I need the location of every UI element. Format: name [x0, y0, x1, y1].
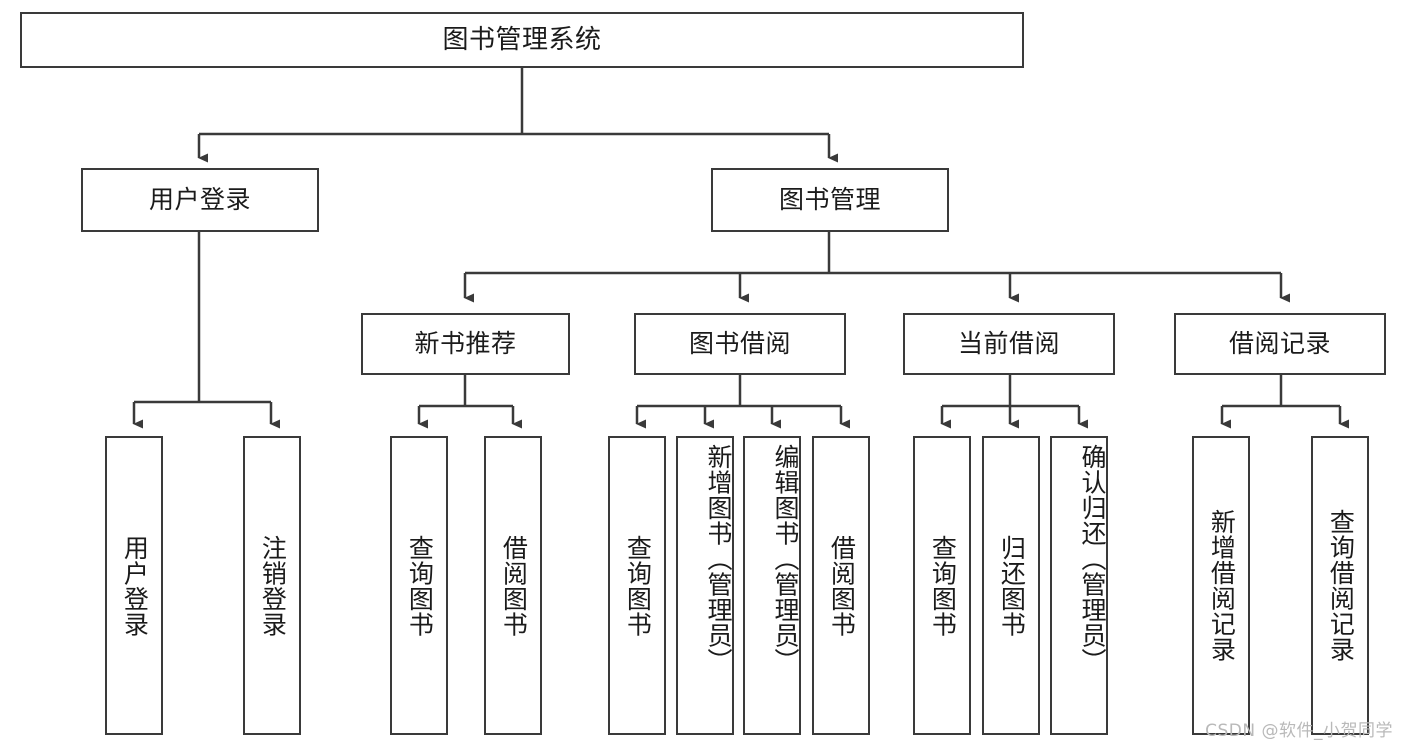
- node-label: 注销登录: [258, 534, 288, 637]
- node-label: 借阅记录: [1228, 329, 1331, 359]
- node-leaf-record-query[interactable]: 查询借阅记录: [1311, 436, 1369, 735]
- node-leaf-user-logout[interactable]: 注销登录: [243, 436, 301, 735]
- node-label: 借阅图书: [827, 534, 857, 637]
- node-label: 新增借阅记录: [1207, 509, 1237, 662]
- node-root-system[interactable]: 图书管理系统: [20, 12, 1024, 68]
- node-leaf-current-return-book[interactable]: 归还图书: [982, 436, 1040, 735]
- node-leaf-borrow-edit-book[interactable]: 编辑图书（管理员）: [743, 436, 801, 735]
- node-leaf-borrow-add-book[interactable]: 新增图书（管理员）: [676, 436, 734, 735]
- node-leaf-current-confirm-return[interactable]: 确认归还（管理员）: [1050, 436, 1108, 735]
- node-label: 编辑图书（管理员）: [771, 444, 800, 674]
- node-label: 查询借阅记录: [1326, 509, 1356, 662]
- node-label: 当前借阅: [957, 329, 1060, 359]
- node-borrow-record[interactable]: 借阅记录: [1174, 313, 1386, 375]
- node-leaf-borrow-do-borrow[interactable]: 借阅图书: [812, 436, 870, 735]
- node-leaf-user-login[interactable]: 用户登录: [105, 436, 163, 735]
- node-book-borrow[interactable]: 图书借阅: [634, 313, 846, 375]
- node-label: 新书推荐: [414, 329, 517, 359]
- node-book-manage[interactable]: 图书管理: [711, 168, 949, 232]
- node-label: 确认归还（管理员）: [1078, 444, 1107, 674]
- node-leaf-current-query-book[interactable]: 查询图书: [913, 436, 971, 735]
- node-leaf-record-add[interactable]: 新增借阅记录: [1192, 436, 1250, 735]
- node-leaf-recommend-borrow-book[interactable]: 借阅图书: [484, 436, 542, 735]
- node-label: 查询图书: [623, 534, 653, 637]
- node-label: 图书管理: [778, 185, 881, 215]
- node-label: 图书管理系统: [442, 24, 602, 55]
- node-label: 归还图书: [997, 534, 1027, 637]
- node-label: 用户登录: [148, 185, 251, 215]
- csdn-watermark: CSDN @软件_小贺同学: [1205, 721, 1393, 741]
- node-label: 查询图书: [928, 534, 958, 637]
- node-new-book-recommend[interactable]: 新书推荐: [361, 313, 570, 375]
- node-label: 借阅图书: [499, 534, 529, 637]
- node-label: 查询图书: [405, 534, 435, 637]
- node-leaf-borrow-query-book[interactable]: 查询图书: [608, 436, 666, 735]
- node-label: 新增图书（管理员）: [704, 444, 733, 674]
- node-label: 图书借阅: [688, 329, 791, 359]
- node-leaf-recommend-query-book[interactable]: 查询图书: [390, 436, 448, 735]
- node-user-login[interactable]: 用户登录: [81, 168, 319, 232]
- node-label: 用户登录: [120, 534, 150, 637]
- node-current-borrow[interactable]: 当前借阅: [903, 313, 1115, 375]
